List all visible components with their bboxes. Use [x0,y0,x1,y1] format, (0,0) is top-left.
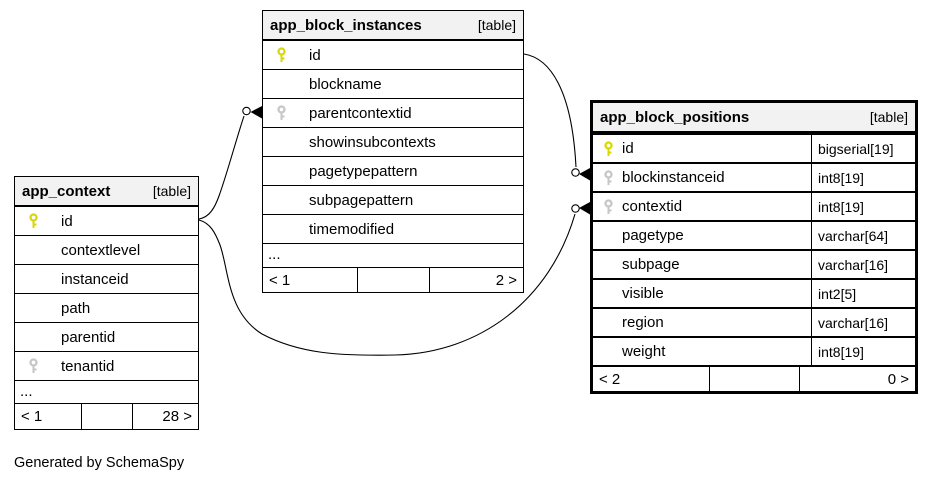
column-name: pagetype [622,227,684,244]
edge-appcontext-to-parentcontextid [198,106,262,220]
column-name: instanceid [61,270,129,288]
footer-mid-cell [356,268,430,292]
column-row-blockinstanceid: blockinstanceid int8[19] [593,162,915,191]
key-cell [593,198,622,215]
column-row-parentcontextid: parentcontextid [263,98,523,127]
table-badge: [table] [477,17,516,33]
column-name: id [61,212,73,230]
column-row-subpagepattern: subpagepattern [263,185,523,214]
column-row-weight: weight int8[19] [593,336,915,365]
column-row-id: id [263,40,523,69]
column-type: int8[19] [811,164,915,191]
column-name: id [622,140,634,157]
column-type: int8[19] [811,193,915,220]
column-row-instanceid: instanceid [15,264,198,293]
column-name: blockinstanceid [622,169,725,186]
key-cell [593,140,622,157]
key-cell [593,169,622,186]
column-name: path [61,299,91,317]
column-type: int2[5] [811,280,915,307]
column-name: region [622,314,664,331]
foreign-key-icon [277,105,286,121]
foreign-key-icon [604,169,613,186]
table-name[interactable]: app_block_instances [270,16,422,34]
table-node-app-context: app_context [table] id contextlevel inst… [14,176,199,430]
table-badge: [table] [869,109,908,125]
generated-by-caption: Generated by SchemaSpy [14,455,185,471]
edge-blockinstancesid-to-blockinstanceid [523,53,590,181]
column-row-pagetypepattern: pagetypepattern [263,156,523,185]
column-name: pagetypepattern [309,162,418,180]
foreign-key-icon [604,198,613,215]
column-name: parentid [61,328,116,346]
column-row-id: id [15,206,198,235]
key-cell [15,358,61,374]
key-cell [263,105,309,121]
column-name: contextlevel [61,241,141,259]
table-node-app-block-positions: app_block_positions [table] id bigserial… [590,100,918,394]
column-row-blockname: blockname [263,69,523,98]
hidden-columns-ellipsis: ... [15,380,198,403]
column-name: weight [622,343,666,360]
column-row-parentid: parentid [15,322,198,351]
column-name: timemodified [309,220,395,238]
table-badge: [table] [152,183,191,199]
column-row-pagetype: pagetype varchar[64] [593,220,915,249]
key-cell [263,47,309,63]
column-row-path: path [15,293,198,322]
column-row-contextid: contextid int8[19] [593,191,915,220]
primary-key-icon [29,213,38,229]
column-type: varchar[16] [811,251,915,278]
column-name: tenantid [61,357,115,375]
key-cell [15,213,61,229]
column-row-showinsubcontexts: showinsubcontexts [263,127,523,156]
footer-parents-count: < 1 [269,271,291,289]
footer-parents-count: < 2 [599,370,621,388]
column-row-region: region varchar[16] [593,307,915,336]
column-row-tenantid: tenantid [15,351,198,380]
column-name: subpage [622,256,680,273]
column-row-contextlevel: contextlevel [15,235,198,264]
table-name[interactable]: app_block_positions [600,108,750,126]
column-type: int8[19] [811,338,915,365]
primary-key-icon [604,140,613,157]
footer-mid-cell [708,367,799,391]
foreign-key-icon [29,358,38,374]
table-header: app_context [table] [15,177,198,206]
hidden-columns-ellipsis: ... [263,243,523,267]
column-row-subpage: subpage varchar[16] [593,249,915,278]
column-name: id [309,46,321,64]
column-row-visible: visible int2[5] [593,278,915,307]
column-type: bigserial[19] [811,135,915,162]
column-name: visible [622,285,664,302]
footer-children-count: 28 > [132,404,198,429]
table-footer: < 1 28 > [15,403,198,429]
table-node-app-block-instances: app_block_instances [table] id blockname… [262,10,524,293]
table-header: app_block_instances [table] [263,11,523,40]
column-name: contextid [622,198,683,215]
column-name: parentcontextid [309,104,412,122]
column-name: subpagepattern [309,191,414,209]
footer-children-count: 2 > [429,268,523,292]
footer-parents-count: < 1 [21,408,43,425]
column-name: showinsubcontexts [309,133,436,151]
column-row-id: id bigserial[19] [593,133,915,162]
column-type: varchar[64] [811,222,915,249]
primary-key-icon [277,47,286,63]
column-type: varchar[16] [811,309,915,336]
footer-children-count: 0 > [799,367,915,391]
table-footer: < 1 2 > [263,267,523,292]
table-footer: < 2 0 > [593,365,915,391]
column-row-timemodified: timemodified [263,214,523,243]
table-header: app_block_positions [table] [593,103,915,133]
table-name[interactable]: app_context [22,182,111,200]
column-name: blockname [309,75,382,93]
footer-mid-cell [80,404,132,429]
